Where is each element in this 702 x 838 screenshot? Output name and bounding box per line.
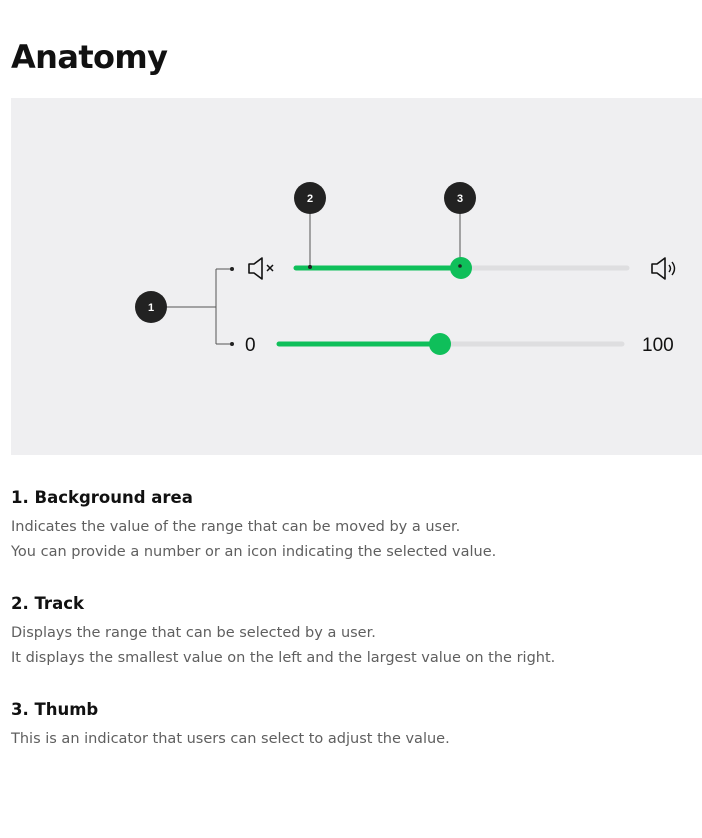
callout-badge-3: 3 <box>444 182 476 214</box>
section-title: 3. Thumb <box>11 700 99 719</box>
anatomy-diagram-canvas: 0 100 1 2 3 <box>135 182 676 356</box>
anatomy-diagram: 0 100 1 2 3 <box>11 98 702 455</box>
speaker-muted-icon <box>248 257 274 280</box>
callout-badge-1-label: 1 <box>148 302 154 314</box>
callout-1-connector <box>167 267 234 346</box>
callout-badge-2-label: 2 <box>307 193 313 205</box>
section-description-line: You can provide a number or an icon indi… <box>11 544 497 560</box>
page-title: Anatomy <box>11 38 168 76</box>
section-title: 2. Track <box>11 594 84 613</box>
section-description-line: This is an indicator that users can sele… <box>11 731 450 747</box>
section-description-line: It displays the smallest value on the le… <box>11 650 556 666</box>
number-slider-thumb[interactable] <box>429 333 451 355</box>
track-section: 2. Track Displays the range that can be … <box>11 594 691 671</box>
icon-slider[interactable] <box>248 257 676 280</box>
speaker-volume-icon <box>651 257 676 280</box>
number-slider-max-label: 100 <box>642 335 674 356</box>
callout-3-anchor-dot <box>458 264 462 268</box>
callout-badge-1: 1 <box>135 291 167 323</box>
callout-badge-2: 2 <box>294 182 326 214</box>
number-slider-min-label: 0 <box>245 335 256 356</box>
background-area-section: 1. Background area Indicates the value o… <box>11 488 691 565</box>
icon-slider-thumb[interactable] <box>450 257 472 279</box>
number-slider[interactable]: 0 100 <box>245 333 674 356</box>
section-title: 1. Background area <box>11 488 193 507</box>
thumb-section: 3. Thumb This is an indicator that users… <box>11 700 691 752</box>
section-description-line: Indicates the value of the range that ca… <box>11 519 461 535</box>
callout-2-anchor-dot <box>308 265 312 269</box>
section-description-line: Displays the range that can be selected … <box>11 625 376 641</box>
callout-badge-3-label: 3 <box>457 193 463 205</box>
